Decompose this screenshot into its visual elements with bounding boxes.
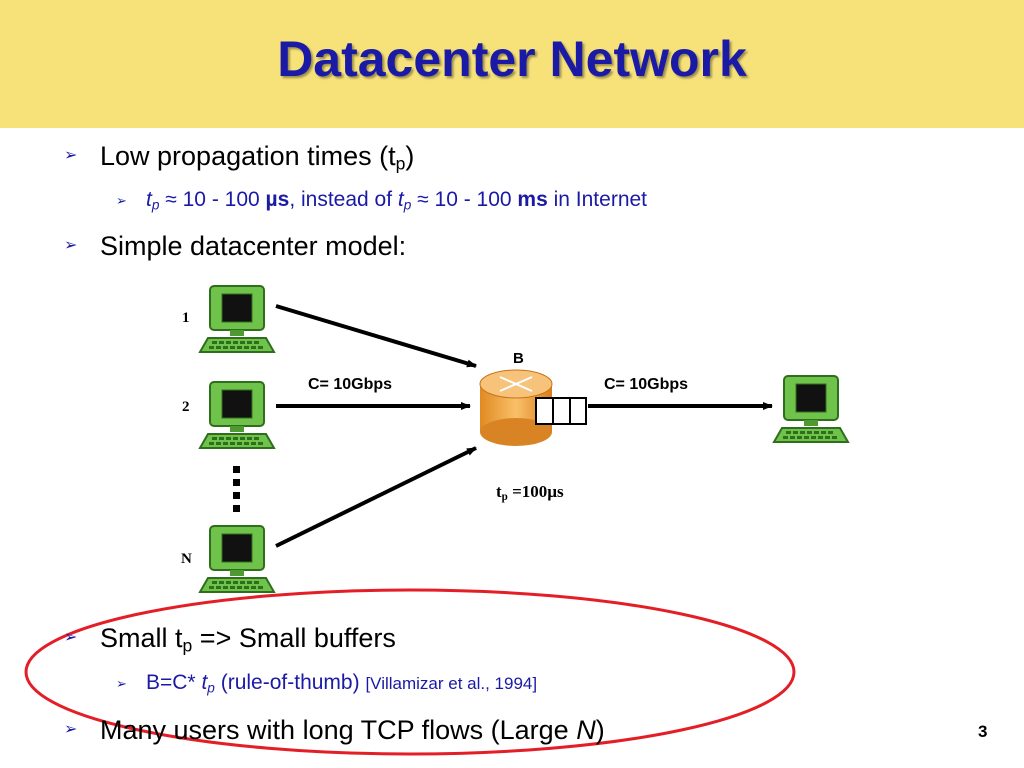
host-label-n: N	[181, 551, 192, 567]
subbullet-rule-of-thumb: ➢ B=C* tp (rule-of-thumb) [Villamizar et…	[116, 670, 538, 701]
part4: in Internet	[547, 188, 648, 211]
host-n-monitor-icon	[199, 525, 275, 593]
bullet-arrow-icon: ➢	[64, 721, 78, 738]
tp-t: t	[496, 482, 502, 501]
bullet-small-buffers: ➢ Small tp => Small buffers	[64, 622, 396, 661]
reference: [Villamizar et al., 1994]	[365, 674, 538, 693]
tp-value: =100µs	[507, 482, 564, 501]
part1: ≈ 10 - 100	[159, 188, 266, 211]
bullet-many-users: ➢ Many users with long TCP flows (Large …	[64, 714, 605, 746]
unit-us: µs	[265, 188, 290, 211]
bullet-italic-n: N	[576, 715, 596, 745]
bullet-text: Many users with long TCP flows (Large	[100, 715, 577, 745]
bullet-propagation: ➢ Low propagation times (tp)	[64, 140, 415, 179]
buffer-queue	[535, 397, 587, 425]
highlight-oval	[24, 588, 796, 756]
host-1-monitor-icon	[199, 285, 275, 353]
subbullet-arrow-icon: ➢	[116, 676, 127, 691]
router-icon	[479, 369, 553, 446]
tp-symbol-2: t	[397, 188, 404, 211]
tp-subscript-2: p	[403, 197, 412, 213]
link-arrow-host-n	[275, 446, 477, 548]
bullet-text: Low propagation times (t	[100, 141, 396, 171]
bullet-arrow-icon: ➢	[64, 147, 78, 164]
tp-symbol: t	[201, 671, 208, 694]
host-label-2: 2	[182, 399, 190, 415]
unit-ms: ms	[517, 188, 548, 211]
bullet-subscript: p	[182, 635, 193, 656]
bullet-subscript: p	[395, 153, 406, 174]
title-bar	[0, 0, 1024, 128]
rule-text: (rule-of-thumb)	[214, 671, 366, 694]
propagation-time-label: tp =100µs	[496, 482, 564, 503]
link-arrow-host-1	[275, 304, 477, 368]
bullet-arrow-icon: ➢	[64, 237, 78, 254]
part3: ≈ 10 - 100	[411, 188, 518, 211]
subbullet-arrow-icon: ➢	[116, 193, 127, 208]
formula-prefix: B=C*	[146, 671, 202, 694]
link-in-capacity-label: C= 10Gbps	[308, 376, 393, 393]
host-2-monitor-icon	[199, 381, 275, 449]
bullet-model: ➢ Simple datacenter model:	[64, 230, 407, 262]
destination-monitor-icon	[773, 375, 849, 443]
bullet-text: Small t	[100, 623, 183, 653]
slide-title: Datacenter Network	[277, 31, 747, 87]
tp-symbol: t	[146, 188, 152, 211]
tp-subscript: p	[207, 680, 215, 696]
bullet-text-after: )	[405, 141, 415, 171]
bullet-text-after: => Small buffers	[192, 623, 396, 653]
buffer-label: B	[513, 350, 524, 367]
bullet-text-after: )	[595, 715, 605, 745]
bullet-text: Simple datacenter model:	[100, 231, 407, 261]
subbullet-propagation-values: ➢ tp ≈ 10 - 100 µs, instead of tp ≈ 10 -…	[116, 187, 648, 218]
part2: , instead of	[289, 188, 398, 211]
page-number: 3	[978, 722, 988, 741]
ellipsis-dots	[233, 466, 240, 512]
tp-subscript: p	[151, 197, 160, 213]
bullet-arrow-icon: ➢	[64, 629, 78, 646]
host-label-1: 1	[182, 310, 190, 326]
link-out-capacity-label: C= 10Gbps	[604, 376, 689, 393]
tp-p: p	[501, 490, 508, 503]
